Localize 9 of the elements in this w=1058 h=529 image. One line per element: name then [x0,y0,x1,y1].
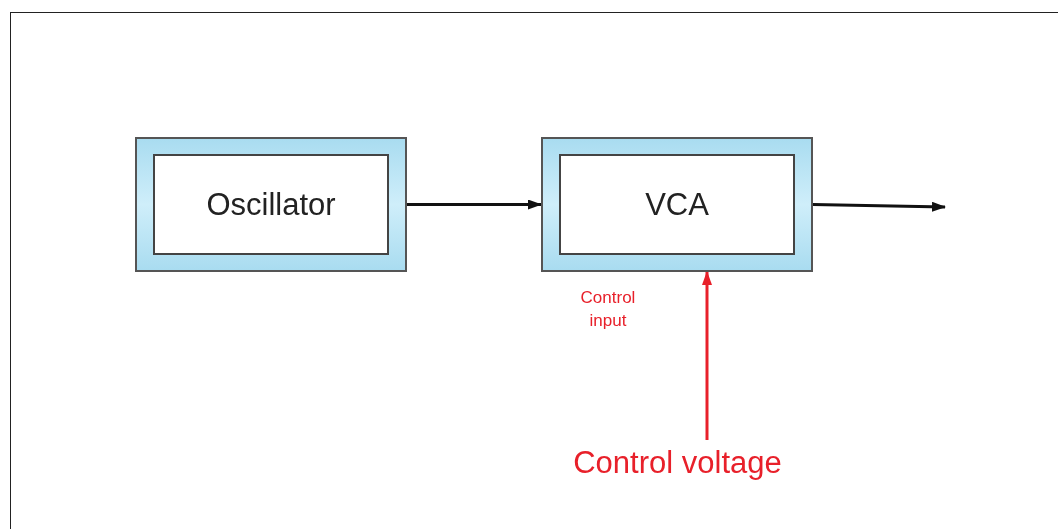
arrow [407,199,542,210]
signal-label: Control voltage [573,445,782,481]
input-label: Control input [579,287,637,332]
arrow [702,271,712,440]
module-block [135,137,407,272]
module-label: VCA [645,186,709,223]
module-label: Oscillator [206,186,336,223]
module-block [541,137,813,272]
arrow [812,201,946,212]
